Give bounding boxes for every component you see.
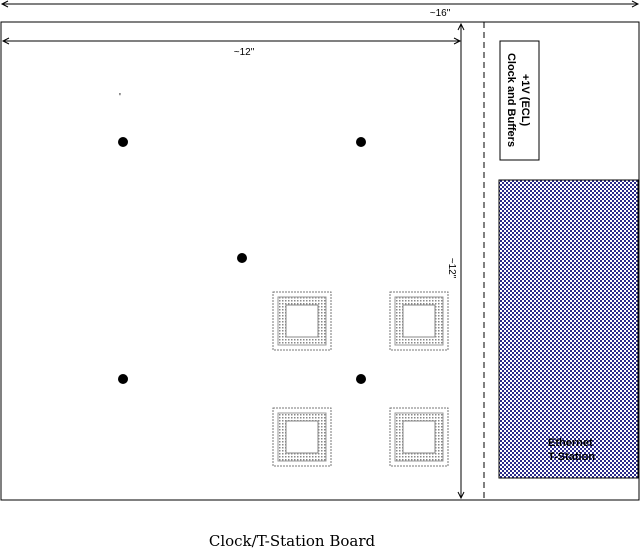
chip-bottom-left — [272, 407, 332, 467]
overall-width-label: ~16" — [430, 8, 451, 19]
tick-mark: ' — [119, 92, 121, 103]
chip-top-right — [389, 291, 449, 351]
chip-top-left — [272, 291, 332, 351]
mounting-hole — [118, 137, 128, 147]
ecl-clock-box: +1V (ECL) Clock and Buffers — [499, 40, 540, 161]
overall-width-dimension: ~16" — [0, 0, 640, 19]
inner-width-dimension: ~12" — [1, 37, 462, 58]
mounting-hole — [356, 374, 366, 384]
ethernet-label: Ethernet — [548, 437, 593, 449]
mounting-hole — [118, 374, 128, 384]
ecl-box-line2: Clock and Buffers — [505, 53, 517, 147]
board-outline — [0, 21, 640, 501]
height-label: ~12" — [446, 258, 457, 279]
ethernet-tstation-block: Ethernet T-Station — [498, 179, 639, 479]
diagram-caption: Clock/T-Station Board — [208, 532, 376, 550]
ecl-box-line1: +1V (ECL) — [519, 74, 531, 127]
chip-bottom-right — [389, 407, 449, 467]
tstation-label: T-Station — [548, 451, 595, 463]
height-dimension: ~12" — [446, 22, 465, 500]
mounting-hole — [237, 253, 247, 263]
mounting-hole — [356, 137, 366, 147]
inner-width-label: ~12" — [234, 47, 255, 58]
